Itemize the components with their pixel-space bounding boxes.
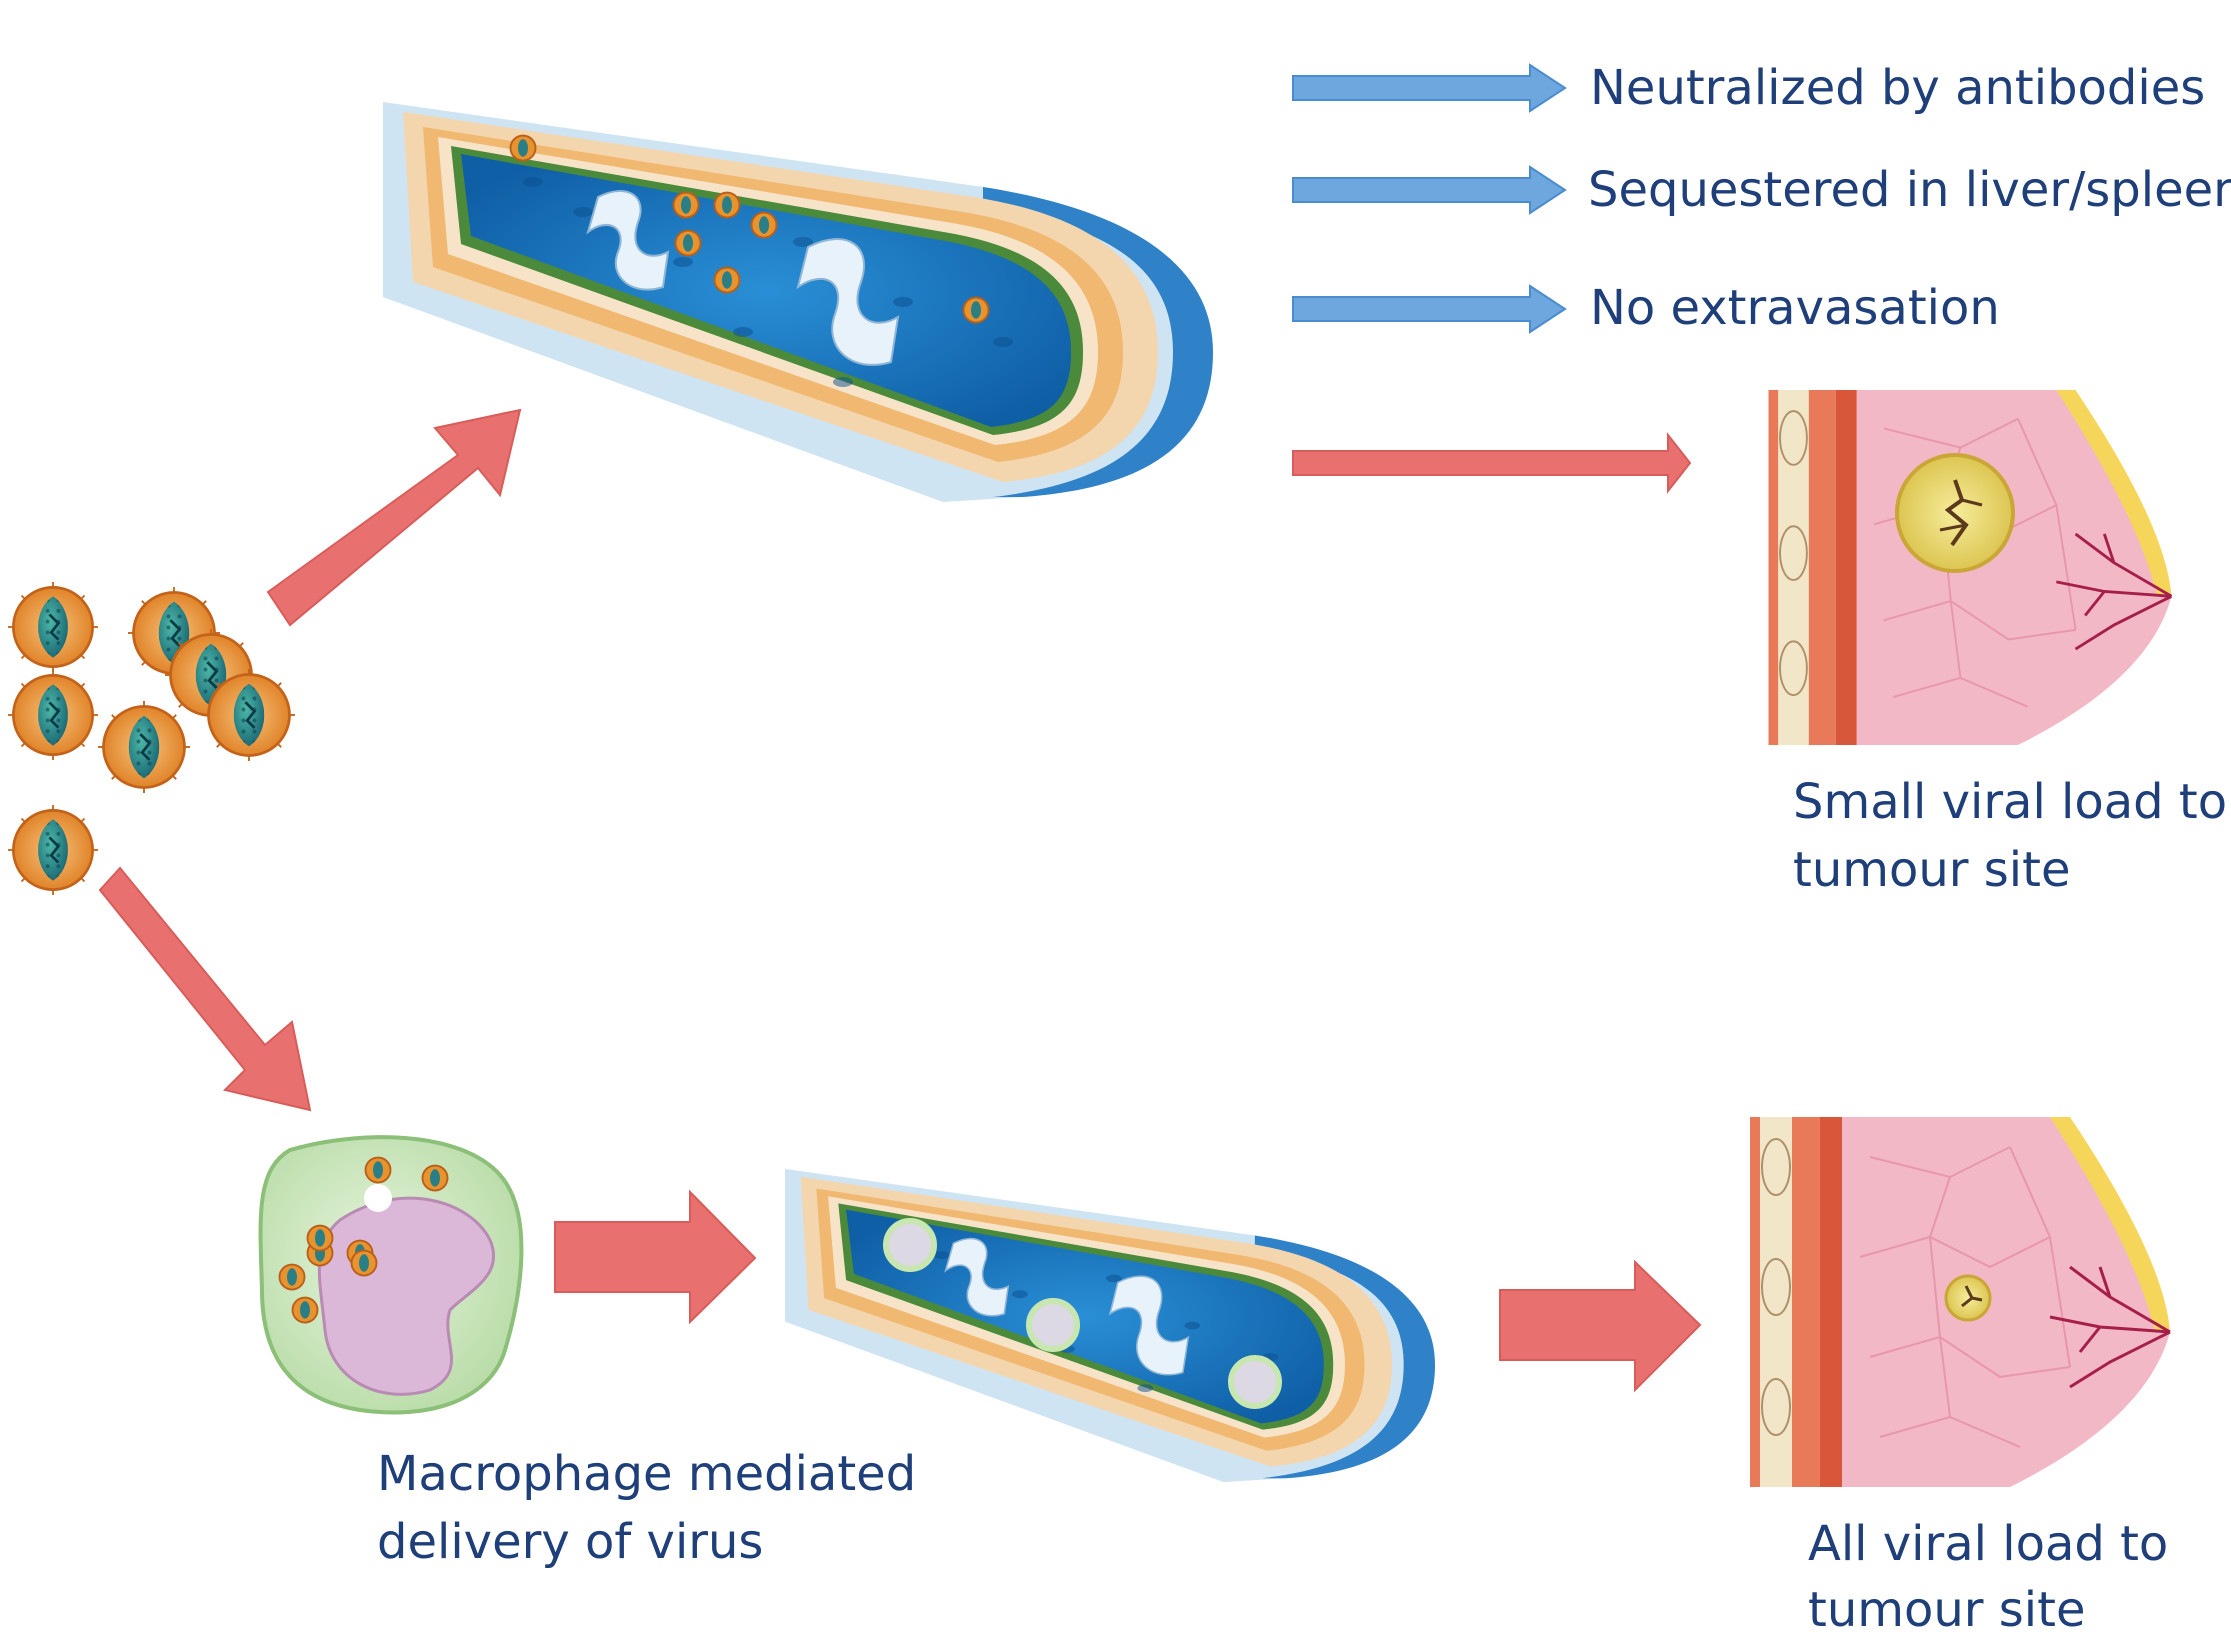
arrow-macrophage-to-vessel	[554, 1189, 757, 1325]
all-viral-load-label-line2: tumour site	[1808, 1582, 2086, 1638]
all-viral-load-label-line1: All viral load to	[1808, 1516, 2169, 1572]
breast-tissue-top	[1767, 390, 2173, 745]
arrow-sequestered	[1292, 165, 1567, 215]
virus-icon	[8, 803, 98, 897]
blood-vessel-icon	[785, 1167, 1435, 1484]
virus-icon	[8, 668, 98, 762]
macrophage-delivery-label-line2: delivery of virus	[377, 1514, 764, 1570]
macrophage-cell	[258, 1135, 524, 1415]
arrow-neutralized	[1292, 63, 1567, 113]
virus-cluster	[8, 580, 295, 897]
small-viral-load-label-line2: tumour site	[1793, 842, 2071, 898]
arrow-to-macrophage	[98, 866, 312, 1112]
arrow-to-vessel-top	[266, 408, 522, 627]
tumour-large	[1895, 453, 2015, 573]
virus-icon	[8, 580, 98, 674]
small-viral-load-label-line1: Small viral load to	[1793, 774, 2228, 830]
arrow-vessel-to-breast-bottom	[1499, 1259, 1702, 1393]
macrophage-in-bloodstream	[883, 1218, 1282, 1409]
arrow-no-extravasation	[1292, 284, 1567, 334]
outcome-neutralized-label: Neutralized by antibodies	[1590, 60, 2206, 116]
outcome-sequestered-label: Sequestered in liver/spleen	[1588, 162, 2231, 218]
arrow-vessel-to-breast-top	[1292, 432, 1692, 494]
virus-icon	[98, 699, 190, 795]
blood-vessel-bottom	[785, 1167, 1435, 1484]
macrophage-delivery-label-line1: Macrophage mediated	[377, 1446, 917, 1502]
tumour-small	[1944, 1274, 1992, 1322]
outcome-no-extravasation-label: No extravasation	[1590, 280, 2000, 336]
breast-tissue-bottom	[1748, 1117, 2172, 1487]
